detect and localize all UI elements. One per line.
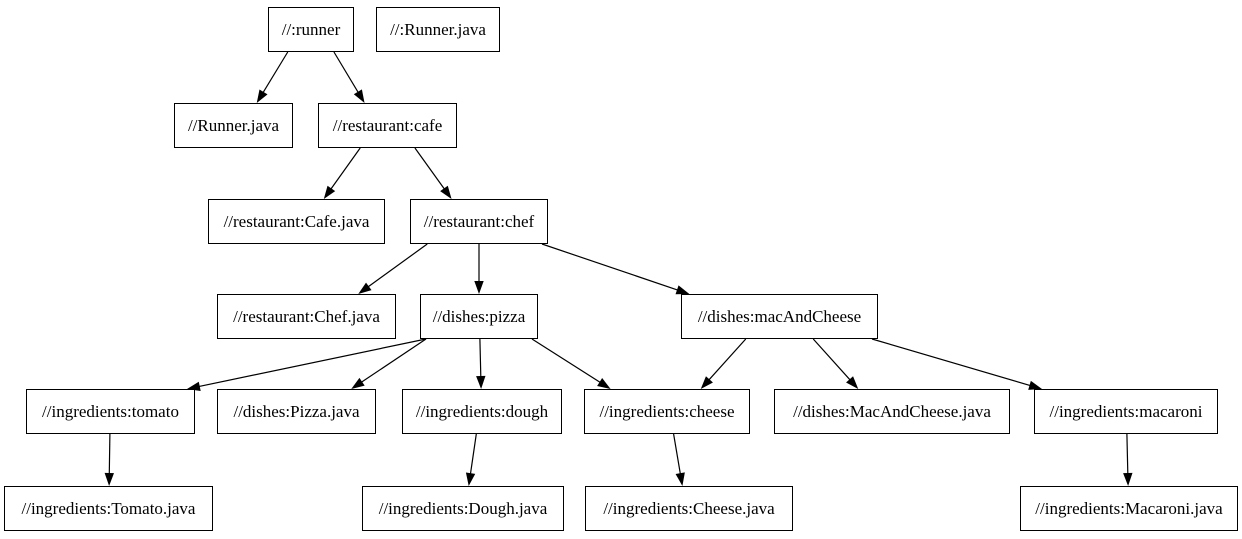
graph-node-label: //restaurant:cafe	[332, 116, 443, 135]
graph-node-cheese-java: //ingredients:Cheese.java	[585, 486, 793, 531]
graph-node-dough: //ingredients:dough	[402, 389, 562, 434]
graph-node-pizza-java: //dishes:Pizza.java	[217, 389, 376, 434]
graph-node-tomato-java: //ingredients:Tomato.java	[4, 486, 213, 531]
graph-node-label: //ingredients:Macaroni.java	[1035, 499, 1223, 518]
edge-chef-to-chef-java	[365, 243, 428, 289]
graph-node-macaroni: //ingredients:macaroni	[1034, 389, 1218, 434]
edge-cafe-to-cafe-java	[329, 147, 361, 192]
graph-node-label: //:runner	[281, 20, 341, 39]
edge-runner-to-cafe	[333, 51, 360, 95]
graph-node-tomato: //ingredients:tomato	[26, 389, 195, 434]
graph-node-label: //ingredients:Cheese.java	[603, 499, 775, 518]
graph-node-chef: //restaurant:chef	[410, 199, 548, 244]
graph-node-mac-and-cheese: //dishes:macAndCheese	[681, 294, 878, 339]
edge-arrowhead	[323, 185, 336, 199]
graph-node-cheese: //ingredients:cheese	[584, 389, 750, 434]
edge-tomato-to-tomato-java	[108, 433, 111, 477]
edge-cafe-to-chef	[414, 147, 447, 192]
graph-node-label: //ingredients:dough	[415, 402, 549, 421]
graph-node-label: //ingredients:tomato	[42, 402, 179, 421]
edge-arrowhead	[700, 376, 713, 389]
edge-arrowhead	[358, 282, 372, 294]
edge-pizza-to-dough	[479, 338, 482, 380]
graph-node-runner: //:runner	[268, 7, 354, 52]
edge-arrowhead	[675, 472, 685, 486]
graph-node-label: //:Runner.java	[390, 20, 486, 39]
graph-node-runner-java: //Runner.java	[174, 103, 293, 148]
edge-dough-to-dough-java	[469, 433, 477, 477]
graph-node-runner-java-root: //:Runner.java	[376, 7, 500, 52]
graph-node-label: //ingredients:cheese	[599, 402, 735, 421]
graph-node-label: //restaurant:Cafe.java	[223, 212, 370, 231]
graph-node-label: //restaurant:Chef.java	[233, 307, 380, 326]
graph-node-label: //ingredients:Dough.java	[378, 499, 548, 518]
graph-node-dough-java: //ingredients:Dough.java	[362, 486, 564, 531]
graph-node-label: //restaurant:chef	[423, 212, 535, 231]
edge-arrowhead	[1123, 472, 1133, 486]
graph-node-label: //ingredients:macaroni	[1049, 402, 1203, 421]
edge-macaroni-to-macaroni-java	[1126, 433, 1129, 477]
edge-arrowhead	[256, 89, 268, 103]
edge-arrowhead	[476, 375, 486, 389]
edge-arrowhead	[465, 472, 476, 486]
edge-mac-and-cheese-to-cheese	[706, 338, 747, 382]
edge-arrowhead	[1028, 380, 1042, 390]
graph-node-label: //dishes:Pizza.java	[233, 402, 360, 421]
graph-node-mac-and-cheese-java: //dishes:MacAndCheese.java	[774, 389, 1010, 434]
edge-pizza-to-cheese	[531, 338, 603, 385]
graph-node-label: //dishes:pizza	[432, 307, 526, 326]
graph-node-label: //Runner.java	[187, 116, 280, 135]
edge-arrowhead	[474, 281, 484, 294]
edge-arrowhead	[187, 381, 201, 391]
graph-node-label: //dishes:macAndCheese	[697, 307, 862, 326]
edge-arrowhead	[675, 285, 690, 295]
edge-runner-to-runner-java	[261, 51, 289, 95]
edge-mac-and-cheese-to-mac-and-cheese-java	[812, 338, 853, 382]
graph-node-macaroni-java: //ingredients:Macaroni.java	[1020, 486, 1238, 531]
edge-pizza-to-pizza-java	[359, 338, 427, 384]
edge-arrowhead	[597, 378, 611, 389]
graph-node-cafe: //restaurant:cafe	[318, 103, 457, 148]
graph-node-pizza: //dishes:pizza	[420, 294, 538, 339]
edge-pizza-to-tomato	[196, 338, 427, 388]
edge-cheese-to-cheese-java	[673, 433, 682, 477]
edge-mac-and-cheese-to-macaroni	[871, 338, 1033, 387]
edge-arrowhead	[440, 185, 452, 199]
edge-arrowhead	[104, 472, 114, 486]
graph-node-label: //ingredients:Tomato.java	[21, 499, 196, 518]
edge-arrowhead	[846, 376, 859, 389]
edge-arrowhead	[353, 89, 365, 103]
edge-chef-to-mac-and-cheese	[541, 243, 681, 292]
graph-node-chef-java: //restaurant:Chef.java	[217, 294, 396, 339]
graph-node-cafe-java: //restaurant:Cafe.java	[208, 199, 385, 244]
edge-arrowhead	[351, 377, 365, 389]
graph-node-label: //dishes:MacAndCheese.java	[793, 402, 991, 421]
